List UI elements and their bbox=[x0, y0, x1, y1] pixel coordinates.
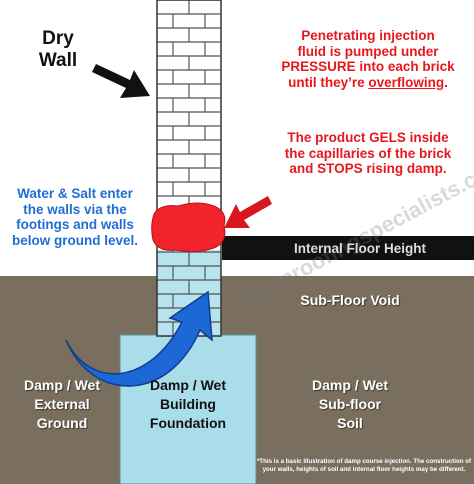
foundation-label-line: Building bbox=[160, 395, 216, 412]
gels-text-line: The product GELS inside bbox=[287, 130, 449, 145]
dry-wall-label-line: Wall bbox=[38, 49, 78, 71]
internal-floor-band bbox=[222, 236, 474, 260]
external-ground-label-line: External bbox=[34, 395, 90, 412]
injection-text: Penetrating injection fluid is pumped un… bbox=[270, 28, 466, 90]
subfloor-void-label: Sub-Floor Void bbox=[300, 292, 400, 308]
disclaimer-line: *This is a basic illustration of damp co… bbox=[256, 458, 472, 465]
subfloor-soil-label-line: Sub-floor bbox=[318, 395, 382, 412]
disclaimer: *This is a basic illustration of damp co… bbox=[256, 458, 472, 474]
water-salt-text-line: below ground level. bbox=[11, 232, 138, 248]
gels-text: The product GELS inside the capillaries … bbox=[270, 130, 466, 177]
external-ground-label: Damp / Wet External Ground bbox=[6, 376, 118, 433]
foundation-label-line: Damp / Wet bbox=[150, 377, 226, 393]
brick-wall bbox=[156, 0, 222, 337]
foundation-label-line: Foundation bbox=[149, 414, 227, 431]
water-salt-text-line: footings and walls bbox=[16, 217, 134, 233]
injection-arrow bbox=[224, 196, 272, 228]
water-salt-text-line: Water & Salt enter bbox=[17, 186, 133, 201]
internal-floor-label: Internal Floor Height bbox=[293, 241, 426, 256]
external-ground-label-line: Damp / Wet bbox=[24, 377, 100, 393]
injection-text-fragment: . bbox=[444, 74, 448, 90]
building-foundation bbox=[119, 334, 257, 484]
water-salt-text-line: the walls via the bbox=[23, 201, 127, 217]
subfloor-soil-label-line: Soil bbox=[337, 414, 363, 431]
dry-wall-arrow bbox=[92, 64, 150, 98]
injection-text-line: Penetrating injection bbox=[301, 28, 435, 43]
disclaimer-line: your walls, heights of soil and internal… bbox=[262, 466, 466, 474]
gels-text-line: the capillaries of the brick bbox=[284, 145, 452, 161]
water-ingress-arrow bbox=[65, 290, 213, 387]
subfloor-soil-label-line: Damp / Wet bbox=[312, 377, 388, 393]
injection-text-fragment: until they’re bbox=[288, 74, 369, 90]
dry-wall-label-line: Dry bbox=[42, 28, 74, 49]
external-ground-label-line: Ground bbox=[36, 414, 88, 431]
gels-text-line: and STOPS rising damp. bbox=[289, 161, 447, 177]
overflowing-emphasis: overflowing bbox=[368, 74, 445, 90]
injection-text-line: PRESSURE into each brick bbox=[281, 59, 455, 75]
dry-wall-label: Dry Wall bbox=[30, 28, 86, 72]
injection-gel bbox=[151, 202, 226, 253]
injection-text-line: fluid is pumped under bbox=[297, 43, 439, 59]
foundation-label: Damp / Wet Building Foundation bbox=[128, 376, 248, 433]
injection-text-line: until they’re overflowing. bbox=[270, 75, 466, 91]
subfloor-soil-label: Damp / Wet Sub-floor Soil bbox=[290, 376, 410, 433]
water-salt-text: Water & Salt enter the walls via the foo… bbox=[0, 186, 150, 248]
